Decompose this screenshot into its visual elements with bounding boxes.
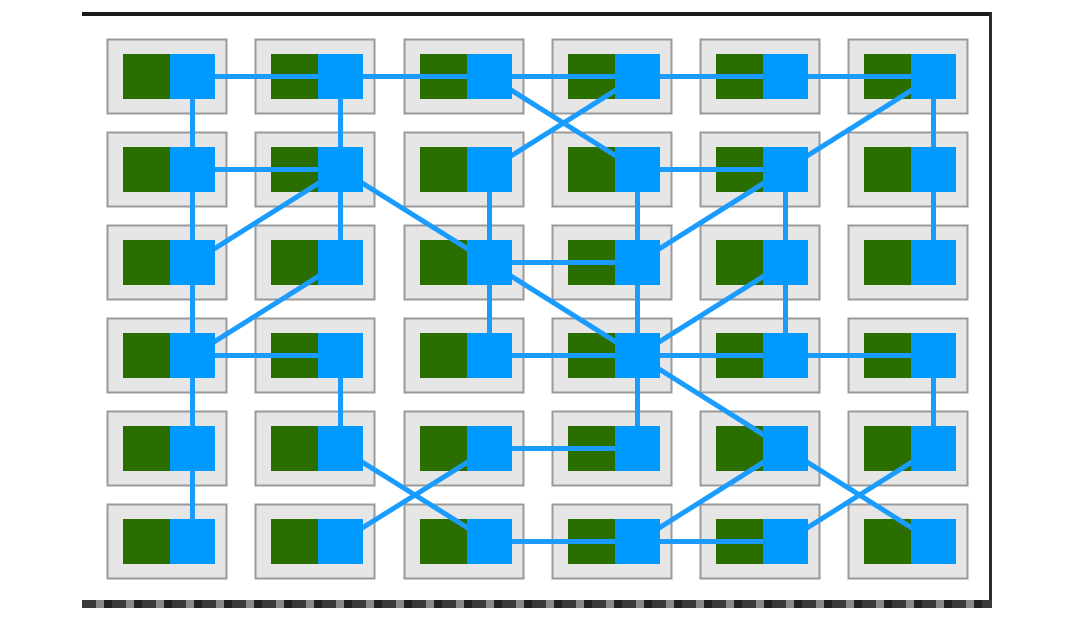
core-block [123, 54, 170, 99]
core-block [420, 147, 467, 192]
router-block-0-3 [615, 54, 660, 99]
link-9 [784, 74, 935, 172]
router-block-2-2 [467, 240, 512, 285]
core-block [420, 426, 467, 471]
router-block-2-4 [763, 240, 808, 285]
link-19 [636, 167, 787, 265]
router-block-1-4 [763, 147, 808, 192]
router-block-1-1 [318, 147, 363, 192]
tile-2-4 [699, 224, 821, 301]
tile-4-5 [847, 410, 969, 487]
tile-4-1 [254, 410, 376, 487]
router-block-0-5 [911, 54, 956, 99]
core-block [568, 147, 615, 192]
router-block-1-0 [170, 147, 215, 192]
router-block-5-1 [318, 519, 363, 564]
router-block-1-5 [911, 147, 956, 192]
core-block [123, 426, 170, 471]
tile-2-1 [254, 224, 376, 301]
router-block-3-1 [318, 333, 363, 378]
link-42 [339, 446, 491, 544]
bottom-cropped-text-strip [82, 600, 992, 608]
router-block-2-1 [318, 240, 363, 285]
core-block [271, 519, 318, 564]
router-block-5-2 [467, 519, 512, 564]
core-block [420, 519, 467, 564]
core-block [123, 333, 170, 378]
router-block-4-5 [911, 426, 956, 471]
core-block [864, 426, 911, 471]
router-block-3-0 [170, 333, 215, 378]
router-block-4-3 [615, 426, 660, 471]
core-block [420, 333, 467, 378]
router-block-5-3 [615, 519, 660, 564]
core-block [123, 147, 170, 192]
tile-5-1 [254, 503, 376, 580]
core-block [864, 519, 911, 564]
link-8 [488, 74, 639, 172]
link-16 [339, 167, 491, 265]
router-block-5-0 [170, 519, 215, 564]
link-26 [488, 260, 639, 358]
router-block-5-4 [763, 519, 808, 564]
router-block-3-2 [467, 333, 512, 378]
core-block [420, 240, 467, 285]
link-37 [636, 353, 787, 451]
link-14 [191, 167, 342, 265]
router-block-0-4 [763, 54, 808, 99]
tile-4-4 [699, 410, 821, 487]
core-block [864, 147, 911, 192]
core-block [716, 426, 763, 471]
core-block [123, 240, 170, 285]
top-cropped-strip [82, 12, 992, 16]
tile-3-0 [106, 317, 228, 394]
router-block-4-2 [467, 426, 512, 471]
link-43 [636, 446, 787, 544]
router-block-4-4 [763, 426, 808, 471]
tile-2-0 [106, 224, 228, 301]
link-45 [784, 446, 935, 544]
tile-3-2 [403, 317, 525, 394]
router-block-4-1 [318, 426, 363, 471]
router-block-3-5 [911, 333, 956, 378]
link-24 [191, 260, 342, 358]
router-block-2-0 [170, 240, 215, 285]
router-block-2-5 [911, 240, 956, 285]
router-block-0-1 [318, 54, 363, 99]
router-block-3-3 [615, 333, 660, 378]
core-block [271, 240, 318, 285]
link-28 [636, 260, 787, 358]
core-block [864, 240, 911, 285]
router-block-5-5 [911, 519, 956, 564]
tile-1-2 [403, 131, 525, 208]
router-block-3-4 [763, 333, 808, 378]
router-block-1-3 [615, 147, 660, 192]
core-block [716, 240, 763, 285]
router-block-1-2 [467, 147, 512, 192]
router-block-0-2 [467, 54, 512, 99]
router-block-4-0 [170, 426, 215, 471]
router-block-2-3 [615, 240, 660, 285]
core-block [271, 426, 318, 471]
router-block-0-0 [170, 54, 215, 99]
right-border-line [989, 12, 992, 606]
core-block [123, 519, 170, 564]
